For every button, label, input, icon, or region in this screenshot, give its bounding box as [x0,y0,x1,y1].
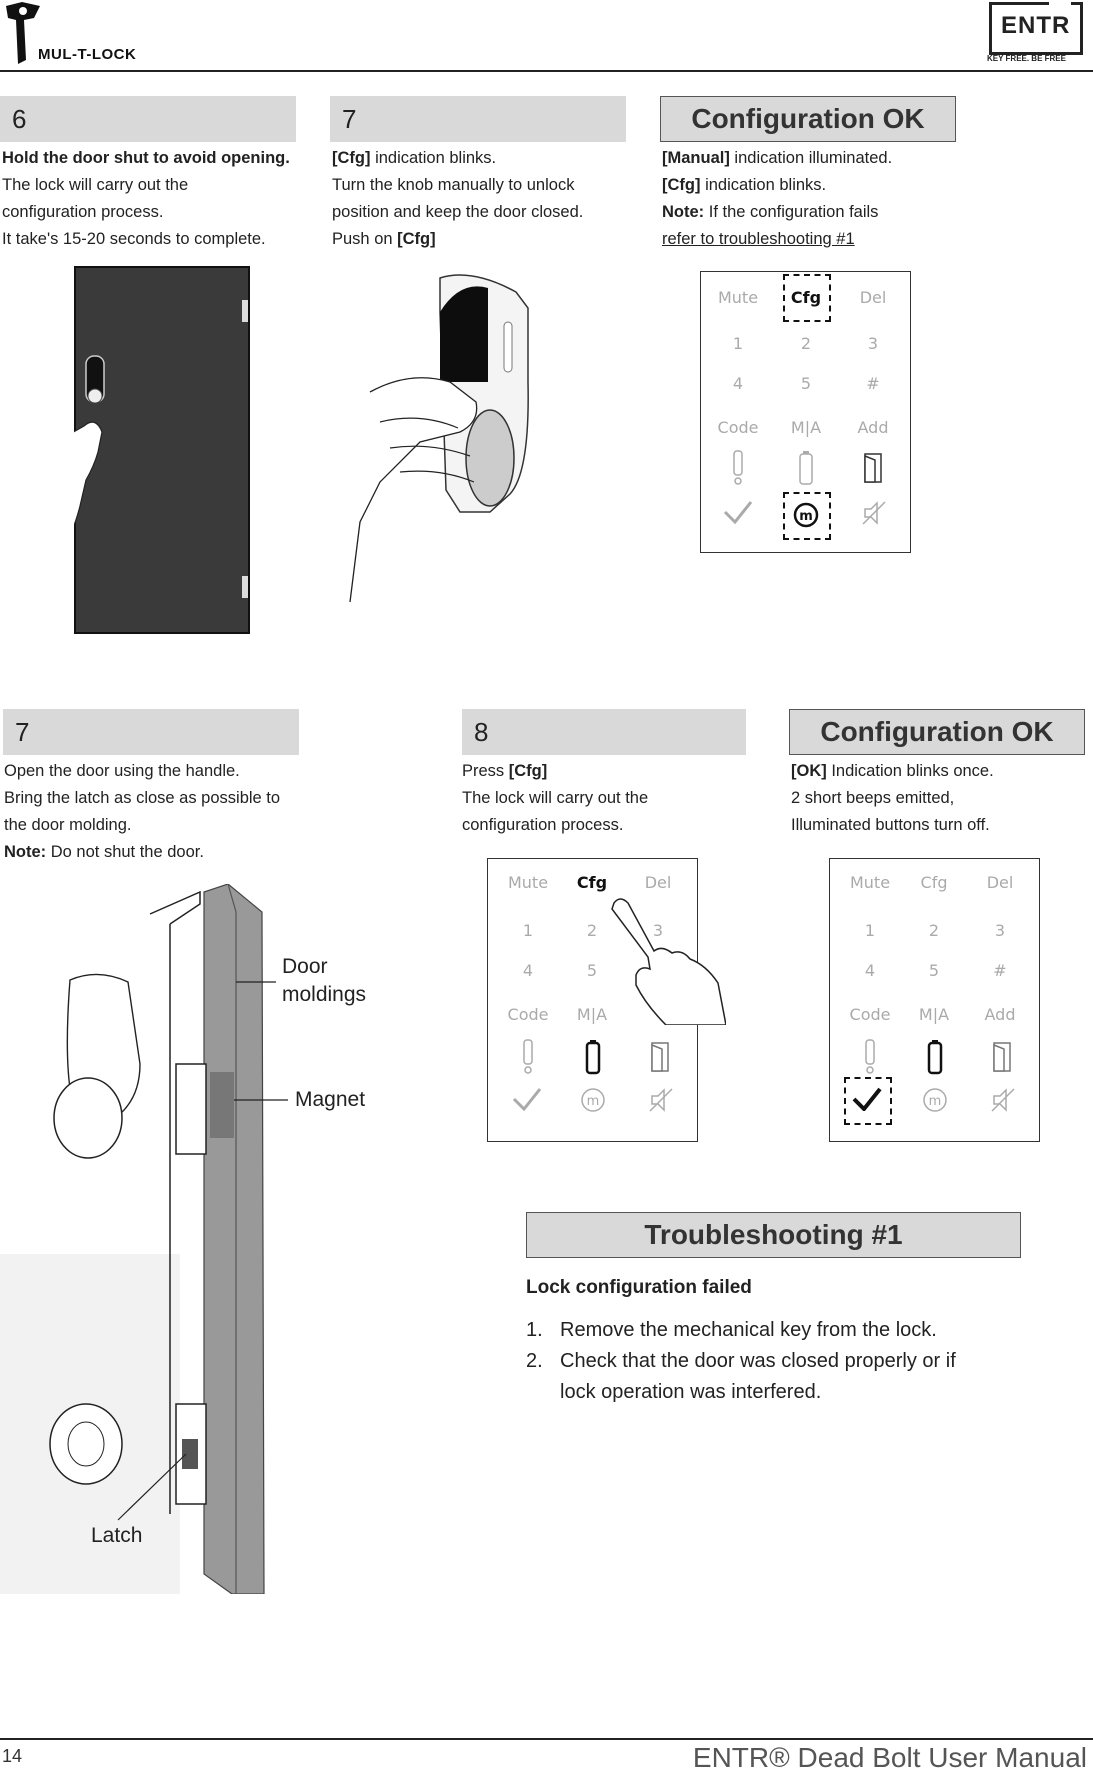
door-moldings-label-2: moldings [282,983,367,1006]
battery-icon [799,451,813,485]
alert-icon [733,450,743,485]
key-2[interactable]: 2 [928,921,940,940]
step-7-text: [Cfg] indication blinks. Turn the knob m… [332,149,584,248]
key-del[interactable]: Del [644,873,672,892]
alert-icon [523,1039,533,1074]
door-moldings-label-1: Door [282,955,328,978]
battery-icon [585,1040,601,1075]
list-item: 1.Remove the mechanical key from the loc… [526,1319,937,1341]
door-icon [651,1042,669,1072]
key-1[interactable]: 1 [522,921,534,940]
svg-text:m: m [799,509,813,524]
svg-text:m: m [929,1094,942,1109]
key-del[interactable]: Del [986,873,1014,892]
key-mute[interactable]: Mute [849,873,891,892]
key-2[interactable]: 2 [586,921,598,940]
list-item: 2.Check that the door was closed properl… [526,1350,956,1372]
key-code[interactable]: Code [849,1005,891,1024]
door-illustration [39,266,250,634]
key-cfg[interactable]: Cfg [790,288,822,307]
step-7-heading: 7 [330,96,626,142]
key-2[interactable]: 2 [800,334,812,353]
troubleshooting-link[interactable]: refer to troubleshooting #1 [662,230,855,248]
manual-highlight [783,492,831,540]
battery-icon [927,1040,943,1075]
key-add[interactable]: Add [857,418,889,437]
svg-text:m: m [587,1094,600,1109]
key-cfg[interactable]: Cfg [920,873,948,892]
key-4[interactable]: 4 [864,961,876,980]
check-icon [852,1087,882,1111]
manual-m-icon: m [793,502,819,528]
ok-highlight [844,1077,892,1125]
key-cfg[interactable]: Cfg [576,873,608,892]
door-icon [864,453,882,483]
mute-speaker-icon [991,1088,1015,1112]
key-ma[interactable]: M|A [790,418,822,437]
step-7b-heading: 7 [3,709,299,755]
key-hash[interactable]: # [993,961,1007,980]
key-5[interactable]: 5 [800,374,812,393]
step-6-heading: 6 [0,96,296,142]
check-icon [723,501,753,524]
door-frame-illustration [0,883,380,1595]
key-3[interactable]: 3 [994,921,1006,940]
footer-rule [0,1738,1093,1740]
page-number: 14 [2,1746,23,1766]
step-6-text: Hold the door shut to avoid opening. The… [2,149,290,248]
troubleshooting-subtitle: Lock configuration failed [526,1277,752,1298]
footer-title: ENTR® Dead Bolt User Manual [692,1742,1087,1773]
keypad-panel-top: Mute Cfg Del 1 2 3 4 5 # Code M|A Add m [700,271,911,553]
key-logo-icon [6,2,40,64]
key-5[interactable]: 5 [586,961,598,980]
key-4[interactable]: 4 [522,961,534,980]
manual-m-icon: m [581,1088,605,1112]
key-hash[interactable]: # [866,374,880,393]
key-ma[interactable]: M|A [918,1005,950,1024]
magnet-label: Magnet [295,1088,366,1111]
entr-logo-text: ENTR [1001,12,1071,39]
key-1[interactable]: 1 [732,334,744,353]
config-ok-text: [Manual] indication illuminated. [Cfg] i… [662,149,893,248]
key-code[interactable]: Code [507,1005,549,1024]
hand-turning-knob-illustration [340,272,550,612]
list-item: lock operation was interfered. [560,1381,822,1403]
key-4[interactable]: 4 [732,374,744,393]
latch-label: Latch [91,1524,143,1547]
config-ok-heading: Configuration OK [660,96,956,142]
door-icon [993,1042,1011,1072]
manual-m-icon: m [923,1088,947,1112]
alert-icon [865,1039,875,1074]
mute-speaker-icon [649,1088,673,1112]
brand-name: MUL-T-LOCK [38,46,137,63]
step-8-heading: 8 [462,709,746,755]
key-mute[interactable]: Mute [717,288,759,307]
mul-t-lock-logo: MUL-T-LOCK [0,2,170,66]
keypad-panel-press: Mute Cfg Del 1 2 3 4 5 Code M|A m [487,858,726,1142]
key-code[interactable]: Code [717,418,759,437]
pointing-hand-icon [611,898,726,1025]
troubleshooting-list: 1.Remove the mechanical key from the loc… [526,1315,1046,1408]
key-1[interactable]: 1 [864,921,876,940]
key-add[interactable]: Add [984,1005,1016,1024]
key-mute[interactable]: Mute [507,873,549,892]
config-ok-text-bottom: [OK] Indication blinks once. 2 short bee… [791,762,994,834]
check-icon [512,1088,542,1111]
keypad-panel-result: Mute Cfg Del 1 2 3 4 5 # Code M|A Add m [829,858,1040,1142]
key-del[interactable]: Del [859,288,887,307]
key-ma[interactable]: M|A [576,1005,608,1024]
entr-logo: ENTR KEY FREE. BE FREE [985,2,1085,66]
mute-speaker-icon [862,501,886,525]
key-3[interactable]: 3 [867,334,879,353]
troubleshooting-heading: Troubleshooting #1 [526,1212,1021,1258]
entr-tagline: KEY FREE. BE FREE [987,54,1066,63]
step-8-text: Press [Cfg] The lock will carry out the … [462,762,649,834]
config-ok-heading-bottom: Configuration OK [789,709,1085,755]
key-3[interactable]: 3 [652,921,664,940]
key-5[interactable]: 5 [928,961,940,980]
header-rule [0,70,1093,72]
step-7b-text: Open the door using the handle. Bring th… [4,762,281,861]
cfg-highlight [783,274,831,322]
